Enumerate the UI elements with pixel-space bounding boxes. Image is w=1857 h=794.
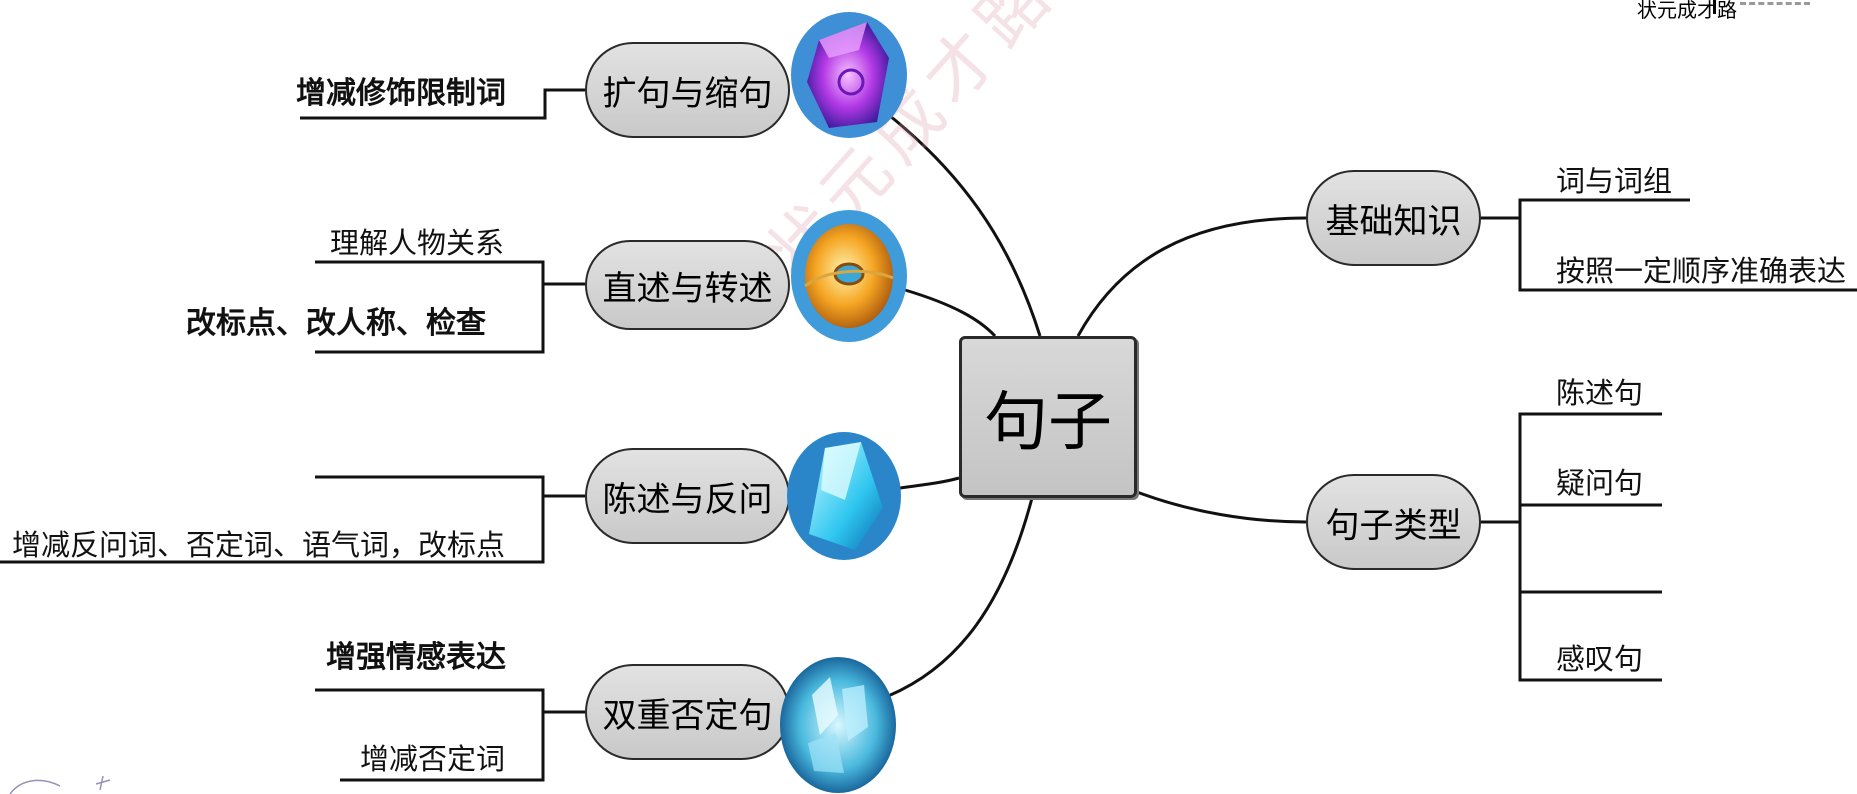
connector-center-basics [1076, 216, 1307, 337]
branch-expand-label: 扩句与缩句 [602, 73, 773, 114]
branch-direct[interactable]: 直述与转述 [585, 240, 790, 330]
connector-center-rhetorical [899, 476, 960, 490]
orange-gem-icon [788, 208, 910, 344]
branch-basics[interactable]: 基础知识 [1306, 170, 1481, 266]
corner-divider [1713, 0, 1716, 14]
leaf-types-4: 感叹句 [1556, 642, 1644, 676]
center-label: 句子 [984, 386, 1112, 460]
blue-crystal-icon [785, 430, 903, 562]
bracket-direct [315, 260, 585, 354]
leaf-types-2: 疑问句 [1556, 466, 1644, 500]
corner-dashes [1740, 2, 1810, 9]
branch-basics-label: 基础知识 [1325, 201, 1462, 242]
leaf-direct-2: 改标点、改人称、检查 [186, 306, 486, 341]
bracket-basics [1481, 198, 1857, 292]
purple-gem-icon [788, 10, 910, 140]
leaf-double-2: 增减否定词 [360, 742, 506, 776]
leaf-double-1: 增强情感表达 [326, 640, 506, 675]
leaf-types-1: 陈述句 [1556, 376, 1644, 410]
leaf-expand-1: 增减修饰限制词 [296, 76, 506, 111]
connector-center-direct [904, 288, 997, 338]
decoration-flower [9, 775, 111, 794]
leaf-basics-1: 词与词组 [1556, 164, 1673, 198]
branch-direct-label: 直述与转述 [602, 268, 773, 309]
leaf-direct-1: 理解人物关系 [330, 226, 505, 260]
branch-rhetorical[interactable]: 陈述与反问 [585, 448, 790, 544]
branch-rhetorical-label: 陈述与反问 [602, 479, 773, 520]
center-node[interactable]: 句子 [959, 336, 1137, 498]
connector-center-types [1136, 490, 1307, 524]
branch-types[interactable]: 句子类型 [1306, 474, 1481, 570]
branch-double-negation[interactable]: 双重否定句 [585, 664, 790, 760]
leaf-rhetorical-1: 增减反问词、否定词、语气词，改标点 [12, 528, 506, 562]
ice-crystal-icon [778, 655, 898, 794]
connector-center-expand [879, 106, 1042, 337]
branch-double-label: 双重否定句 [602, 695, 773, 736]
bracket-rhetorical [0, 475, 585, 564]
branch-types-label: 句子类型 [1325, 505, 1462, 546]
corner-logo: 状元成才路 [1637, 0, 1737, 22]
bracket-expand [300, 88, 585, 120]
bracket-double [315, 688, 585, 782]
connector-center-double [877, 497, 1034, 702]
bracket-types [1481, 412, 1662, 682]
branch-expand[interactable]: 扩句与缩句 [585, 42, 790, 138]
leaf-basics-2: 按照一定顺序准确表达 [1556, 254, 1847, 288]
